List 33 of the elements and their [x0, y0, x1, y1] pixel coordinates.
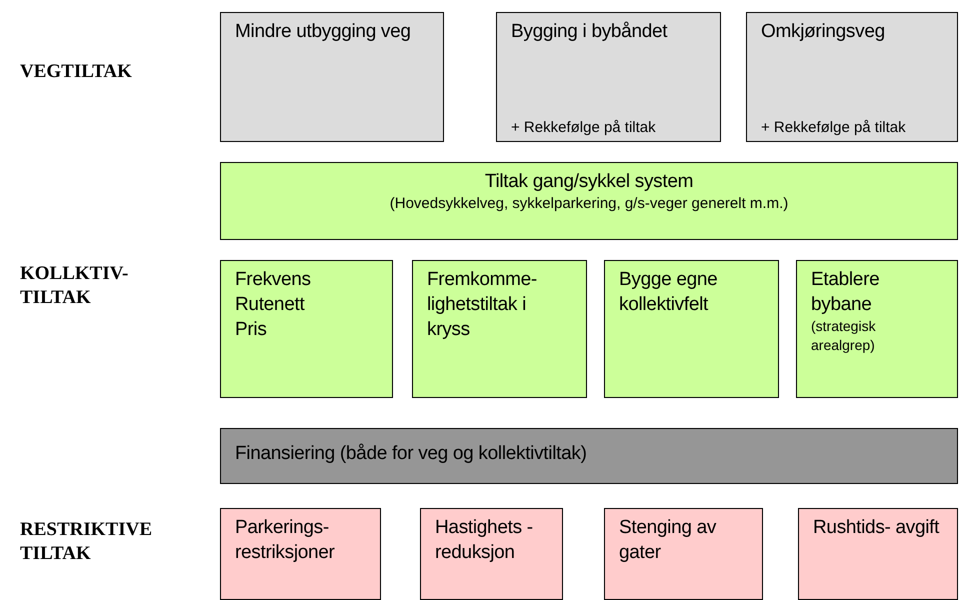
restrictive-measure-box: [798, 508, 958, 600]
box-title: Stenging av gater: [619, 516, 718, 565]
financing-bar: [220, 428, 958, 484]
cycling-measure-bar: [220, 162, 958, 240]
box-note: + Rekkefølge på tiltak: [511, 118, 656, 137]
box-note: + Rekkefølge på tiltak: [761, 118, 906, 137]
box-title: Hastighets -reduksjon: [435, 516, 534, 565]
box-note: (strategisk arealgrep): [811, 317, 877, 355]
row-heading: RESTRIKTIVE TILTAK: [20, 518, 153, 566]
box-title: Tiltak gang/sykkel system: [484, 170, 694, 194]
box-title: Finansiering (både for veg og kollektivtiltak): [235, 442, 588, 466]
restrictive-measure-box: [604, 508, 763, 600]
transit-measure-box: [220, 260, 393, 398]
row-heading: VEGTILTAK: [20, 60, 133, 84]
box-title: Etablere bybane: [811, 268, 880, 317]
box-title: Fremkomme- lighetstiltak i kryss: [427, 268, 538, 342]
road-measure-box: [496, 12, 721, 142]
box-note: (Hovedsykkelveg, sykkelparkering, g/s-veger generelt m.m.): [388, 194, 790, 213]
transit-measure-box: [796, 260, 958, 398]
box-title: Frekvens Rutenett Pris: [235, 268, 312, 342]
box-title: Parkerings- restriksjoner: [235, 516, 336, 565]
road-measure-box: [220, 12, 444, 142]
box-title: Mindre utbygging veg: [235, 20, 412, 44]
row-heading: KOLLKTIV- TILTAK: [20, 262, 130, 310]
restrictive-measure-box: [220, 508, 381, 600]
restrictive-measure-box: [420, 508, 563, 600]
road-measure-box: [746, 12, 958, 142]
transit-measure-box: [412, 260, 587, 398]
box-title: Bygging i bybåndet: [511, 20, 668, 44]
box-title: Bygge egne kollektivfelt: [619, 268, 718, 317]
box-title: Rushtids- avgift: [813, 516, 940, 540]
transit-measure-box: [604, 260, 779, 398]
box-title: Omkjøringsveg: [761, 20, 886, 44]
